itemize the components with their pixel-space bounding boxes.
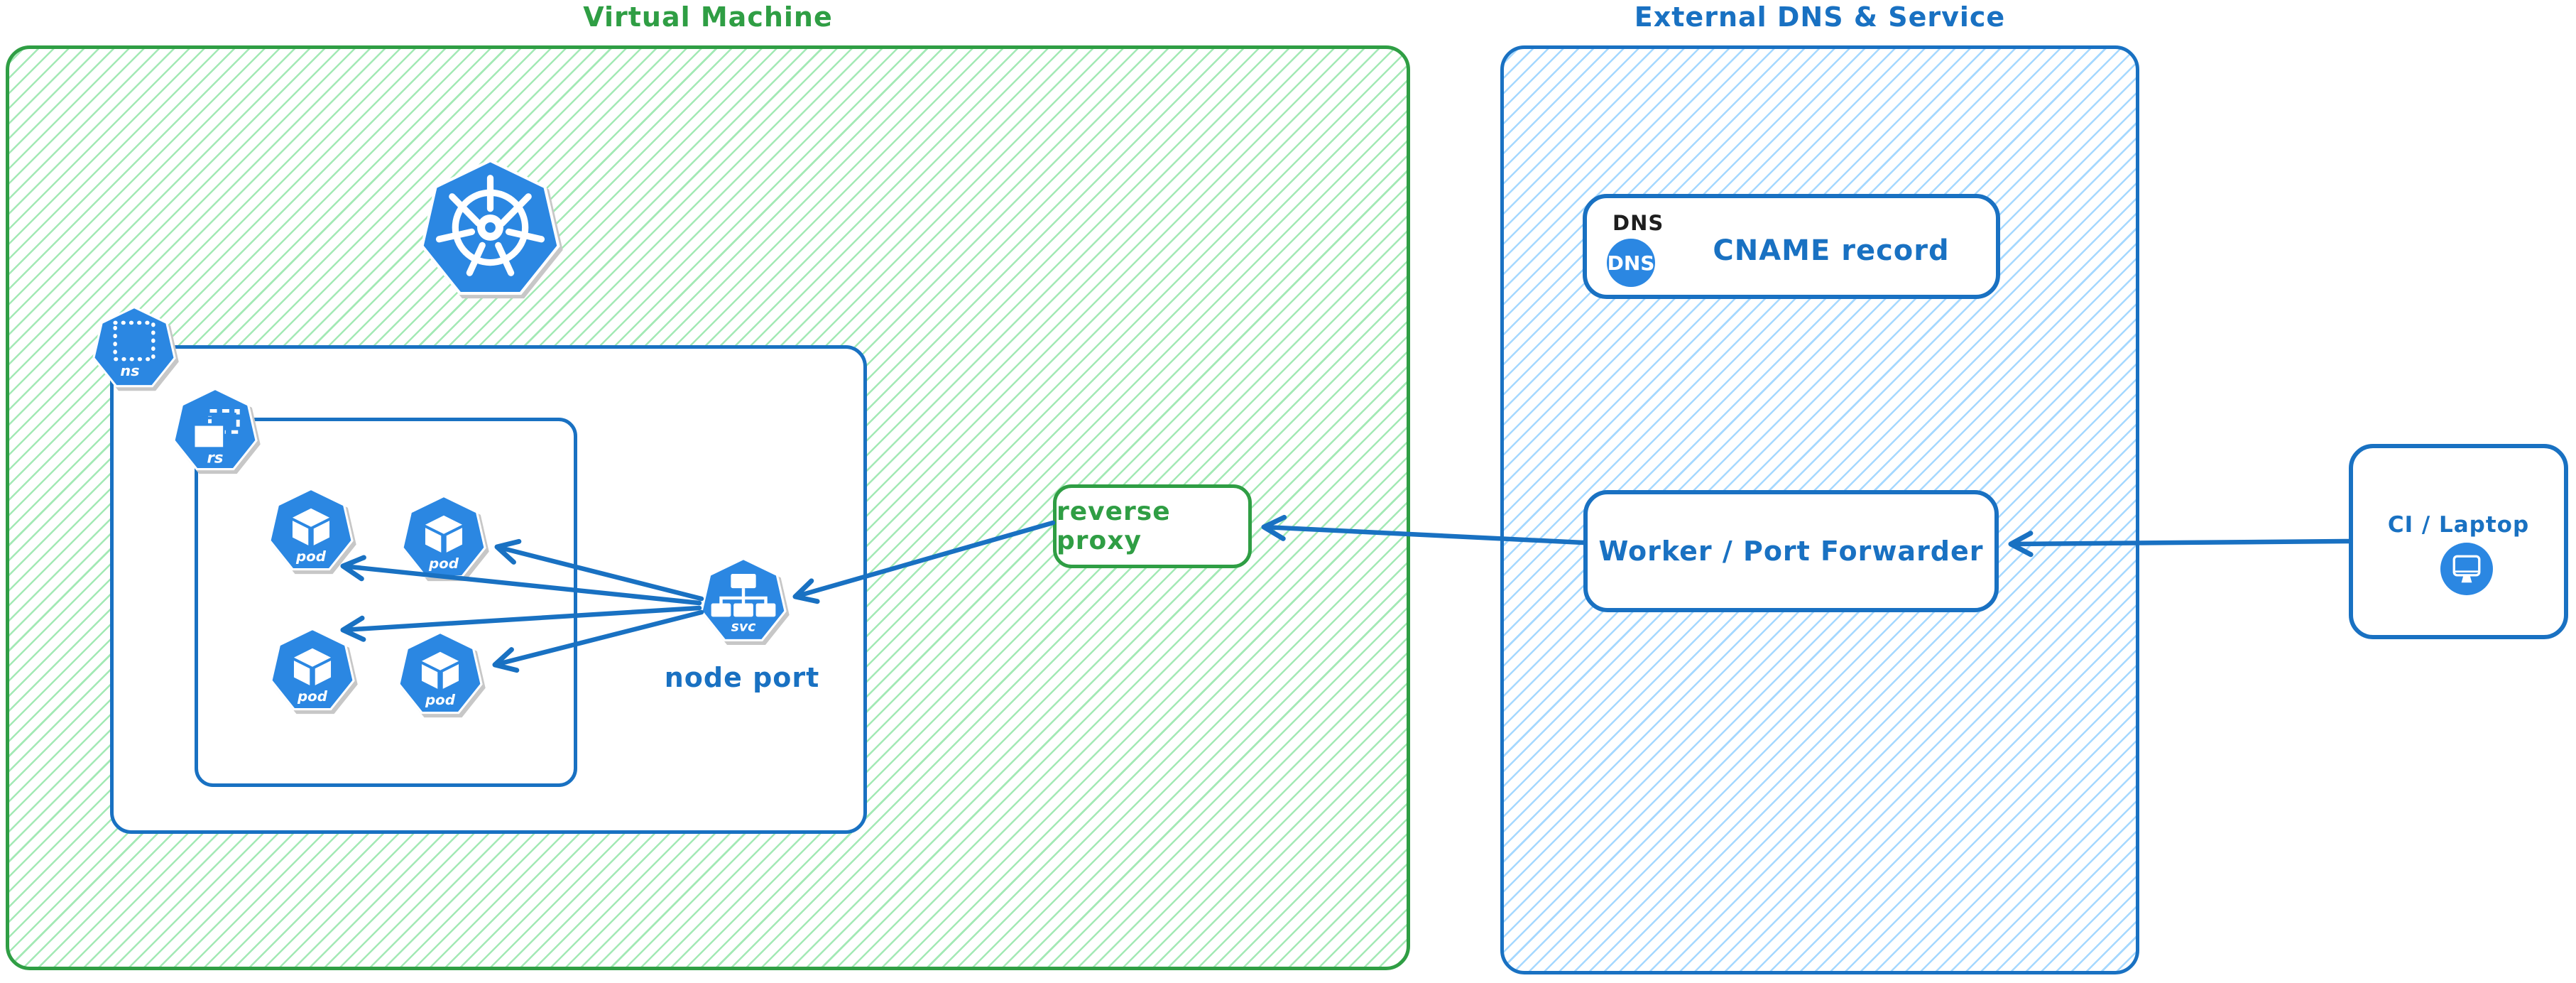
node-port-label: node port [664,662,820,693]
virtual-machine-title: Virtual Machine [583,1,833,33]
service-icon: svc [700,557,787,642]
pod-icon: pod [398,631,483,715]
reverse-proxy-box: reverse proxy [1053,484,1252,568]
cname-record-label: CNAME record [1713,234,1950,267]
rs-label: rs [207,449,224,467]
pod-label: pod [295,548,327,565]
worker-port-forwarder-label: Worker / Port Forwarder [1598,536,1984,567]
ns-label: ns [120,362,139,379]
namespace-icon: ns [92,305,176,388]
svc-label: svc [731,619,756,635]
dns-tag: DNS [1612,211,1664,235]
monitor-glyph [2452,555,2481,583]
kubernetes-logo-icon [420,158,560,295]
reverse-proxy-label: reverse proxy [1057,497,1171,555]
pod-label: pod [297,688,328,705]
ci-laptop-box: CI / Laptop [2349,444,2568,639]
laptop-icon [2440,543,2493,595]
dns-icon: DNS [1607,239,1655,287]
dns-icon-text: DNS [1607,251,1655,275]
pod-icon: pod [401,494,486,578]
external-dns-service-title: External DNS & Service [1634,1,2006,33]
pod-icon: pod [268,487,354,571]
pod-icon: pod [270,627,355,711]
replicaset-icon: rs [173,387,258,471]
pod-label: pod [428,555,459,572]
dns-cname-box: DNS DNS CNAME record [1583,194,2000,299]
worker-port-forwarder-box: Worker / Port Forwarder [1583,490,1999,612]
ci-laptop-label: CI / Laptop [2387,512,2530,538]
pod-label: pod [425,692,456,708]
